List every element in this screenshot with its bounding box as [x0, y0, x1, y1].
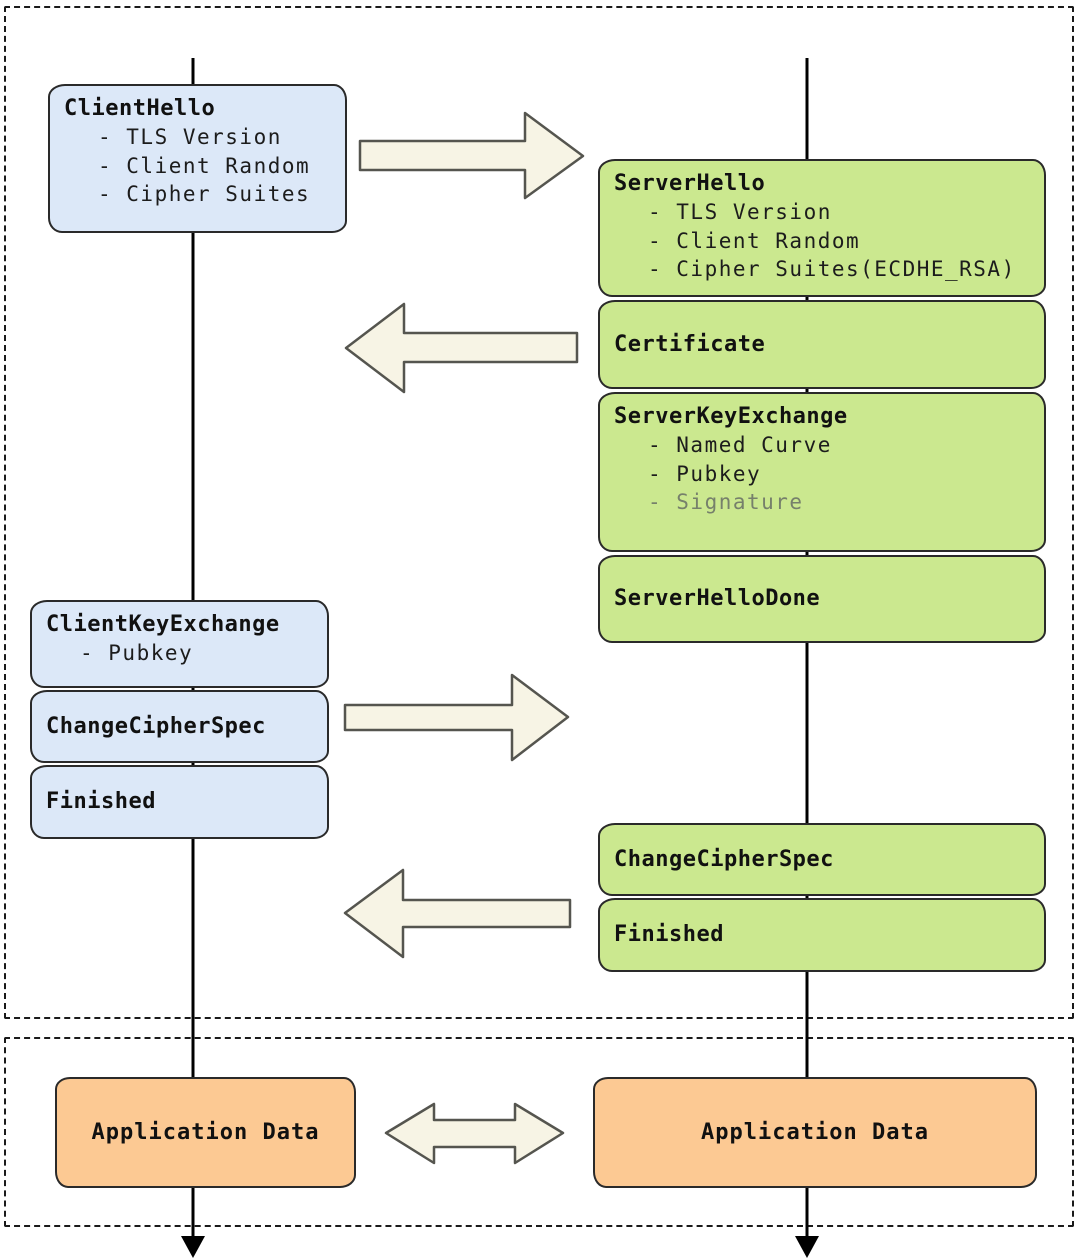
server-key-exchange-item: - Named Curve — [648, 433, 832, 457]
change-cipher-spec-client-box: ChangeCipherSpec — [30, 690, 329, 763]
client-hello-box: ClientHello - TLS Version - Client Rando… — [48, 84, 347, 233]
arrow-client-to-server-2 — [343, 673, 570, 762]
application-data-client-label: Application Data — [91, 1120, 320, 1145]
finished-server-title: Finished — [614, 922, 724, 947]
client-hello-item: - Client Random — [98, 153, 311, 178]
client-hello-item: - TLS Version — [98, 125, 282, 149]
application-data-server-box: Application Data — [593, 1077, 1037, 1188]
arrow-server-to-client-1 — [344, 302, 579, 394]
change-cipher-spec-server-title: ChangeCipherSpec — [614, 846, 834, 872]
arrow-client-to-server-1 — [358, 111, 585, 200]
client-key-exchange-title: ClientKeyExchange — [46, 612, 280, 637]
server-hello-item: - Cipher Suites(ECDHE_RSA) — [648, 257, 1016, 281]
handshake-phase-border — [4, 6, 1074, 1019]
application-data-server-label: Application Data — [701, 1120, 929, 1145]
change-cipher-spec-client-title: ChangeCipherSpec — [46, 713, 266, 739]
server-lifeline-arrowhead — [795, 1236, 819, 1258]
finished-server-box: Finished — [598, 898, 1046, 972]
certificate-box: Certificate — [598, 300, 1046, 389]
server-hello-box: ServerHello - TLS Version - Client Rando… — [598, 159, 1046, 297]
client-hello-title: ClientHello — [64, 96, 216, 121]
application-data-client-box: Application Data — [55, 1077, 356, 1188]
client-hello-item: - Cipher Suites — [98, 182, 311, 206]
arrow-server-to-client-2 — [343, 868, 572, 959]
server-key-exchange-title: ServerKeyExchange — [614, 404, 848, 429]
server-hello-item: - TLS Version — [648, 200, 832, 224]
finished-client-title: Finished — [46, 789, 156, 814]
certificate-title: Certificate — [614, 331, 766, 357]
server-hello-item: - Client Random — [648, 228, 861, 253]
client-lifeline-arrowhead — [181, 1236, 205, 1258]
client-key-exchange-item: - Pubkey — [80, 641, 194, 665]
change-cipher-spec-server-box: ChangeCipherSpec — [598, 823, 1046, 896]
server-key-exchange-item: - Pubkey — [648, 461, 762, 486]
client-key-exchange-box: ClientKeyExchange - Pubkey — [30, 600, 329, 688]
application-phase-border — [4, 1037, 1074, 1227]
server-key-exchange-item-signature: - Signature — [648, 490, 804, 514]
server-hello-done-title: ServerHelloDone — [614, 586, 821, 611]
arrow-bidirectional-application-data — [384, 1102, 565, 1165]
server-key-exchange-box: ServerKeyExchange - Named Curve - Pubkey… — [598, 392, 1046, 552]
server-hello-done-box: ServerHelloDone — [598, 555, 1046, 643]
finished-client-box: Finished — [30, 765, 329, 839]
server-hello-title: ServerHello — [614, 171, 766, 196]
